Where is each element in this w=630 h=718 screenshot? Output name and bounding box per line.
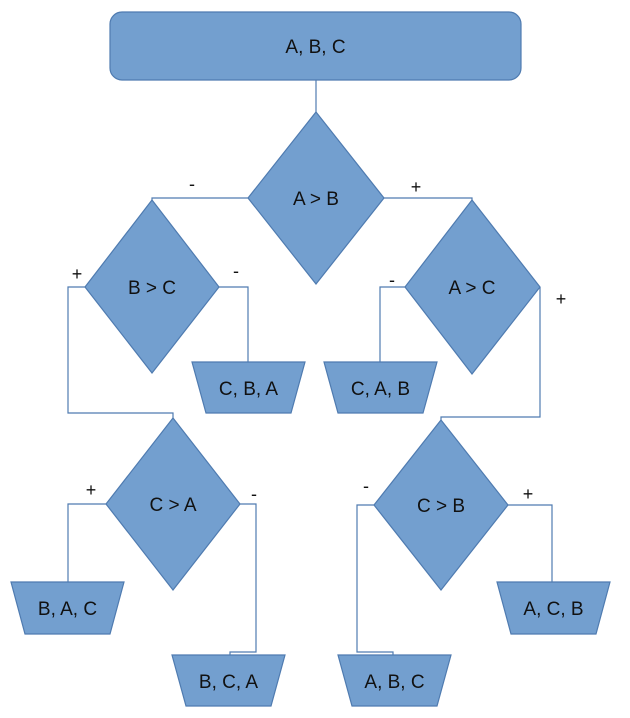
edge-bc-to-ca [67,286,174,418]
edge-ac-to-cab [379,286,405,362]
output-b-c-a-shape [171,654,286,707]
output-a-c-b-shape [496,581,611,635]
edge-ac-to-cb [440,287,541,420]
output-a-b-c: A, B, C [337,654,452,707]
output-b-a-c-label: B, A, C [38,599,97,620]
decision-c-gt-b-shape [373,419,509,591]
start-box-shape [109,11,522,81]
start-box: A, B, C [109,11,522,81]
decision-b-gt-c-label: B > C [128,278,176,299]
output-a-b-c-label: A, B, C [364,672,424,693]
decision-a-gt-b: A > B [247,111,385,285]
edge-label-ab-ac: + [411,177,422,197]
output-a-c-b-label: A, C, B [523,599,583,620]
decision-a-gt-b-shape [247,111,385,285]
edge-ca-to-bac [67,503,106,582]
connectors [67,80,553,655]
decision-c-gt-b-label: C > B [417,496,465,517]
edge-label-ca-bac: + [86,480,97,500]
edge-label-ab-bc: - [189,174,195,194]
decision-c-gt-a-label: C > A [150,495,197,516]
edge-labels: - + + - - + + - - + [72,174,567,504]
decision-a-gt-c-label: A > C [449,278,496,299]
edge-bc-to-cba [219,286,249,362]
decision-b-gt-c: B > C [84,199,220,374]
output-b-c-a: B, C, A [171,654,286,707]
edge-label-ca-bca: - [251,484,257,504]
edge-ab-to-bc [151,197,248,200]
edge-label-cb-abc: - [363,476,369,496]
edge-label-ac-cb: + [556,289,567,309]
output-c-a-b-label: C, A, B [351,379,410,400]
decision-c-gt-a: C > A [105,417,241,591]
output-a-c-b: A, C, B [496,581,611,635]
decision-c-gt-b: C > B [373,419,509,591]
edge-label-ac-cab: - [389,270,395,290]
output-b-a-c-shape [10,581,125,635]
output-b-a-c: B, A, C [10,581,125,635]
edge-label-bc-ca: + [72,264,83,284]
edge-label-cb-acb: + [523,484,534,504]
decision-a-gt-c: A > C [404,199,541,375]
edge-cb-to-abc [356,504,394,655]
output-a-b-c-shape [337,654,452,707]
edge-cb-to-acb [508,504,553,582]
output-c-b-a: C, B, A [191,361,306,414]
edge-label-bc-cba: - [233,261,239,281]
edge-ca-to-bca [229,503,257,655]
decision-b-gt-c-shape [84,199,220,374]
edge-ab-to-ac [384,197,473,200]
output-c-b-a-shape [191,361,306,414]
output-c-a-b-shape [323,361,438,414]
start-box-label: A, B, C [285,37,345,58]
output-c-b-a-label: C, B, A [219,379,278,400]
decision-a-gt-c-shape [404,199,541,375]
output-b-c-a-label: B, C, A [199,672,258,693]
output-c-a-b: C, A, B [323,361,438,414]
decision-a-gt-b-label: A > B [293,189,339,210]
decision-c-gt-a-shape [105,417,241,591]
